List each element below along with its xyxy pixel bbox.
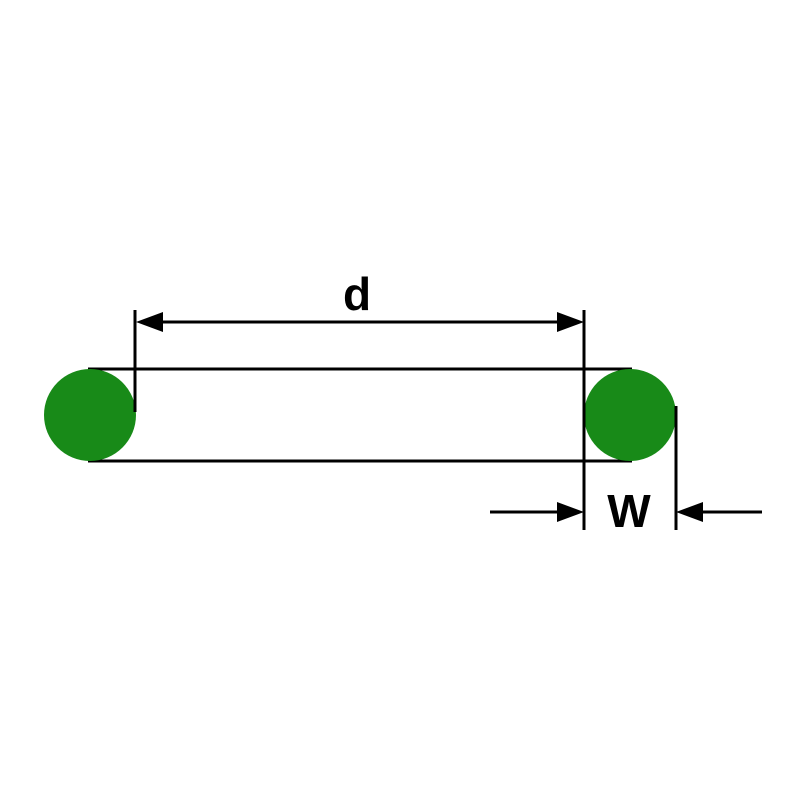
w-dimension-label: W bbox=[607, 485, 651, 537]
d-arrowhead-right-icon bbox=[557, 312, 584, 332]
d-arrowhead-left-icon bbox=[136, 312, 163, 332]
o-ring-cross-section-left bbox=[44, 369, 136, 461]
o-ring-cross-section-right bbox=[584, 369, 676, 461]
w-arrowhead-right-icon bbox=[676, 502, 703, 522]
w-arrowhead-left-icon bbox=[557, 502, 584, 522]
d-dimension-label: d bbox=[343, 268, 371, 320]
